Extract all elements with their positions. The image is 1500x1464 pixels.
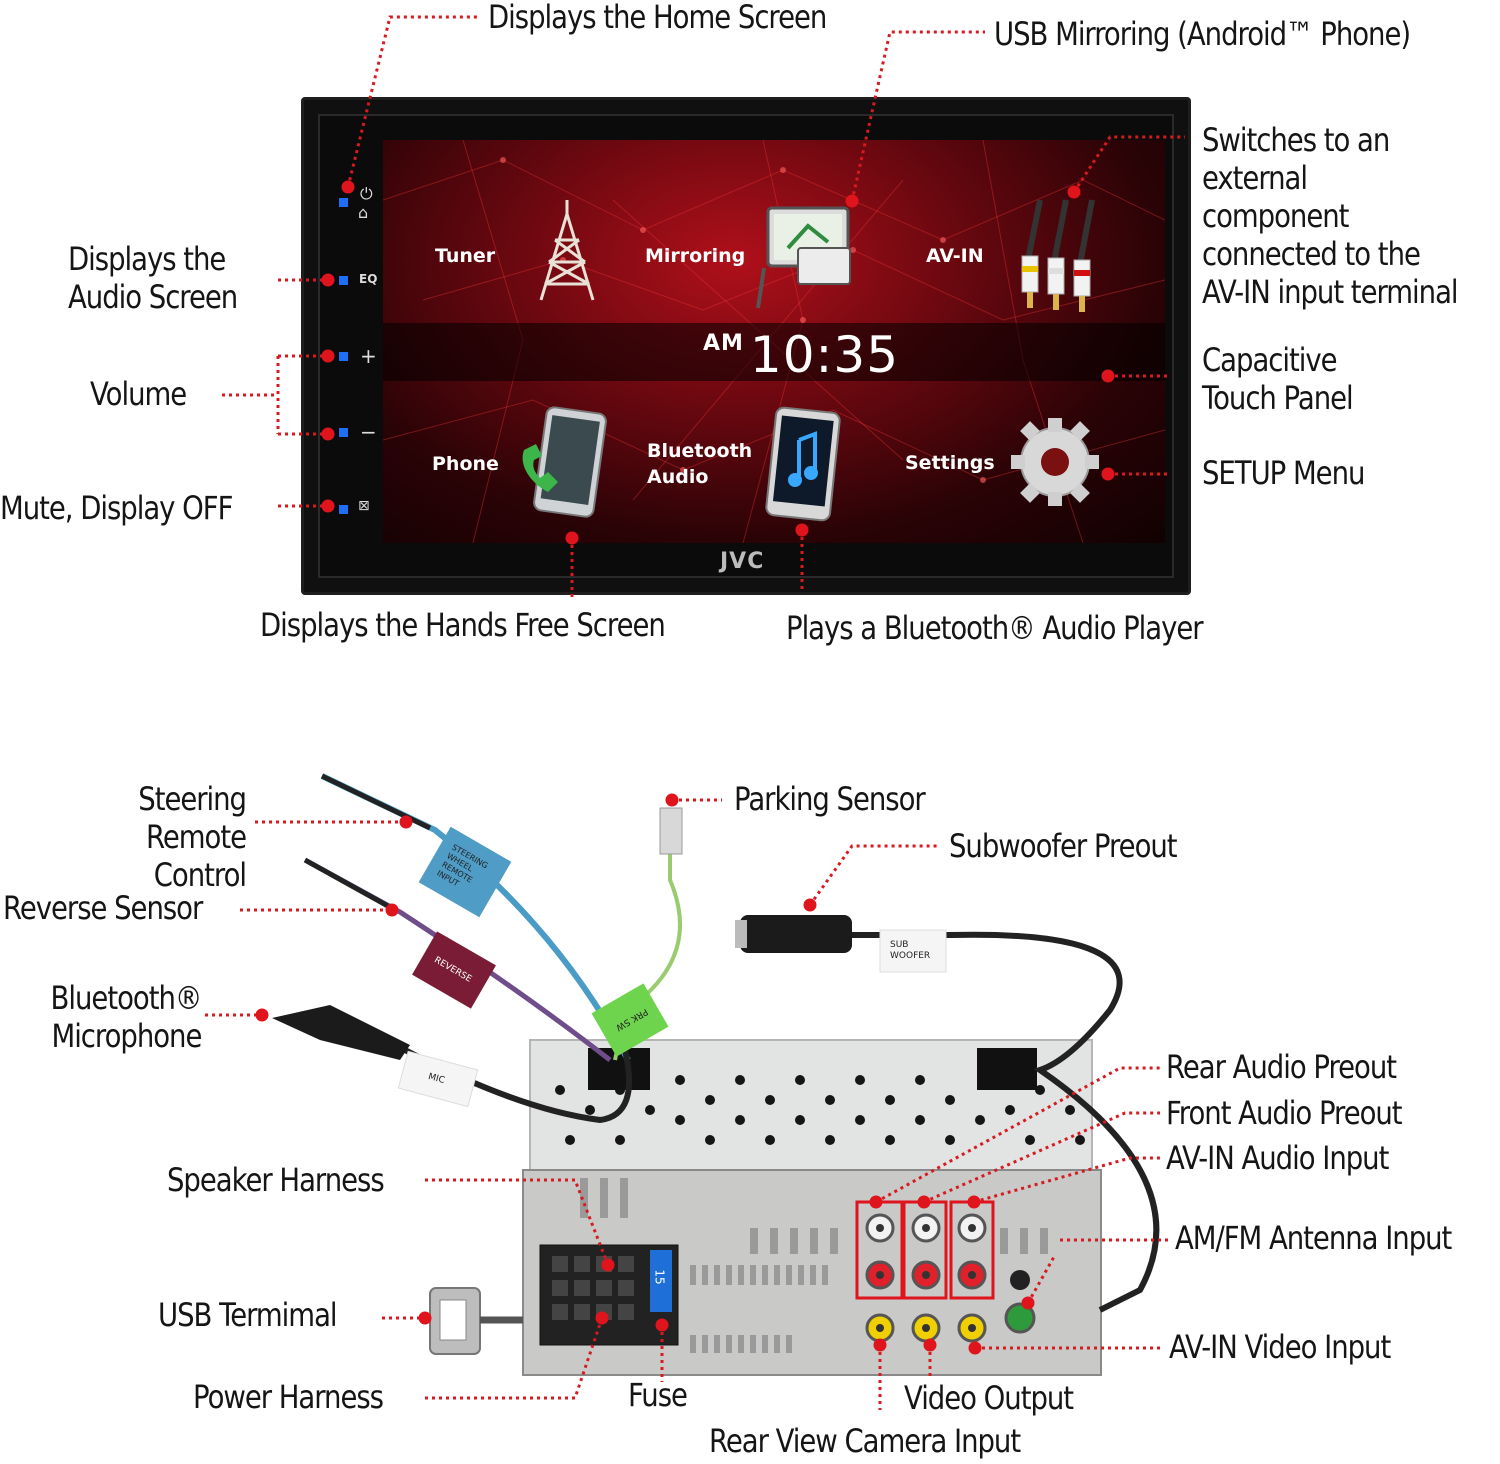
label-parking-sensor: Parking Sensor [734, 780, 926, 818]
eq-button-led[interactable] [339, 276, 348, 285]
volume-down-led[interactable] [339, 428, 348, 437]
gear-icon [1011, 418, 1099, 506]
eq-button-label: EQ [359, 272, 378, 286]
label-speaker-harness: Speaker Harness [167, 1161, 385, 1199]
label-front-audio-preout: Front Audio Preout [1166, 1094, 1403, 1132]
phone-icon [522, 406, 607, 518]
steering-tag-text: STEERING WHEEL REMOTE INPUT [435, 842, 490, 889]
volume-up-led[interactable] [339, 352, 348, 361]
label-hands-free: Displays the Hands Free Screen [260, 606, 666, 644]
label-rear-camera-input: Rear View Camera Input [709, 1422, 1021, 1460]
rca-cables-icon [1021, 199, 1095, 312]
clock-ampm: AM [703, 331, 744, 356]
rca-jacks [865, 1213, 987, 1343]
tower-icon [539, 200, 595, 301]
fuse-value: 15 [652, 1269, 667, 1285]
volume-up-button[interactable]: + [360, 344, 377, 368]
mic-plug [272, 1005, 410, 1060]
reverse-tag-text: REVERSE [432, 955, 474, 985]
clock-bar [383, 323, 1165, 381]
sub-tag-text: SUB WOOFER [890, 940, 931, 961]
label-reverse-sensor: Reverse Sensor [3, 889, 203, 927]
label-antenna-input: AM/FM Antenna Input [1175, 1219, 1452, 1257]
tile-mirroring[interactable]: Mirroring [645, 245, 746, 267]
label-switches-avin: Switches to an external component connec… [1202, 121, 1459, 311]
label-bt-audio-player: Plays a Bluetooth® Audio Player [786, 609, 1204, 647]
label-steering-remote: Steering Remote Control [138, 780, 247, 894]
chassis-rear-panel [522, 1169, 1102, 1376]
label-capacitive-touch: Capacitive Touch Panel [1202, 341, 1354, 417]
label-bt-microphone: Bluetooth® Microphone [50, 979, 202, 1055]
label-video-output: Video Output [904, 1379, 1074, 1417]
usb-plug [429, 1287, 481, 1355]
label-subwoofer-preout: Subwoofer Preout [949, 827, 1178, 865]
label-audio-screen: Displays the Audio Screen [68, 240, 238, 316]
home-icon: ⌂ [358, 203, 369, 222]
label-home-screen: Displays the Home Screen [488, 0, 827, 36]
label-mute-display-off: Mute, Display OFF [0, 489, 233, 527]
parking-connector [659, 807, 683, 855]
chassis-top-plate [529, 1039, 1093, 1171]
volume-down-button[interactable]: − [360, 420, 377, 444]
music-player-icon [765, 406, 841, 522]
mic-tag-text: MIC [426, 1072, 446, 1086]
label-usb-mirroring: USB Mirroring (Android™ Phone) [994, 15, 1411, 53]
label-usb-terminal: USB Termimal [158, 1296, 338, 1334]
tile-phone[interactable]: Phone [432, 453, 499, 475]
label-power-harness: Power Harness [193, 1378, 384, 1416]
mirroring-icon [756, 206, 851, 309]
tile-av-in[interactable]: AV-IN [926, 245, 984, 267]
mute-button-led[interactable] [339, 505, 348, 514]
clock-time: 10:35 [749, 326, 900, 384]
label-volume: Volume [90, 375, 187, 413]
tile-bluetooth-audio[interactable]: Bluetooth Audio [647, 440, 753, 488]
prk-tag-text: PRK SW [613, 1005, 650, 1033]
tile-tuner[interactable]: Tuner [435, 245, 496, 267]
label-avin-video-input: AV-IN Video Input [1169, 1328, 1391, 1366]
label-setup-menu: SETUP Menu [1202, 454, 1365, 492]
label-avin-audio-input: AV-IN Audio Input [1166, 1139, 1389, 1177]
mute-display-off-icon: ⊠ [358, 498, 370, 514]
brand-logo: JVC [720, 549, 765, 574]
home-button-led[interactable] [339, 198, 348, 207]
vent-holes [555, 1075, 1085, 1145]
antenna-jack [1004, 1302, 1036, 1334]
label-rear-audio-preout: Rear Audio Preout [1166, 1048, 1397, 1086]
subwoofer-plug [740, 915, 852, 953]
tile-settings[interactable]: Settings [905, 452, 995, 474]
label-fuse: Fuse [628, 1376, 688, 1414]
power-icon: ⏻ [360, 184, 373, 203]
harness-connector [539, 1244, 679, 1346]
